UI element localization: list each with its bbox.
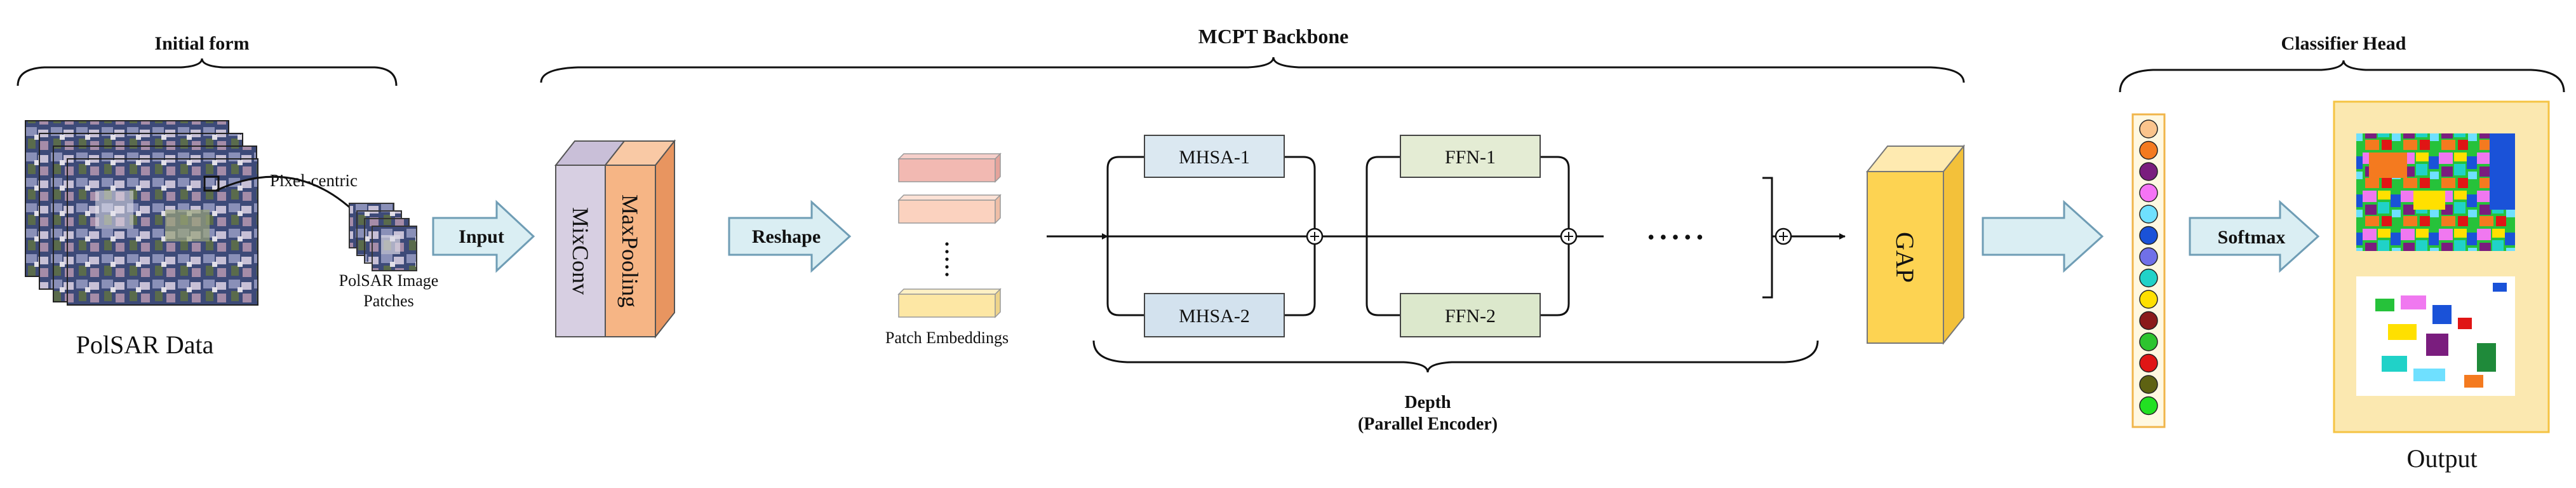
mhsa-2-label: MHSA-2 (1179, 306, 1250, 327)
class-node-3 (2139, 162, 2158, 181)
maxpooling-label: MaxPooling (617, 194, 643, 308)
ffn-1-block (1400, 135, 1541, 178)
mixconv-label: MixConv (568, 207, 593, 295)
mixconv-block (554, 140, 626, 337)
class-node-4 (2139, 183, 2158, 203)
pixel-centric-label: Pixel-centric (270, 171, 358, 190)
softmax-label: Softmax (2218, 227, 2286, 248)
encoder-wiring (1047, 156, 1604, 316)
reshape-arrow (728, 200, 852, 273)
class-node-8 (2139, 268, 2158, 288)
softmax-arrow (2189, 200, 2320, 273)
classification-map (2356, 133, 2515, 251)
patch-embedding-2 (897, 194, 1002, 224)
encoder-repeat-dots: • • • • • (1647, 226, 1703, 248)
ground-truth-map (2356, 276, 2515, 396)
patch-embedding-n (897, 288, 1002, 318)
output-label: Output (2406, 444, 2477, 473)
mhsa-1-block (1144, 135, 1285, 178)
patches-label-line2: Patches (363, 292, 413, 310)
gap-block (1865, 144, 1966, 345)
class-node-6 (2139, 226, 2158, 245)
mhsa-2-block (1144, 293, 1285, 337)
patch-embedding-1 (897, 152, 1002, 183)
add-node-1 (1306, 227, 1324, 245)
depth-label: Depth (1404, 393, 1451, 412)
ffn-2-block (1400, 293, 1541, 337)
polsar-data-label: PolSAR Data (76, 330, 214, 359)
ffn-1-label: FFN-1 (1445, 147, 1496, 168)
patch-embeddings-label: Patch Embeddings (885, 329, 1009, 347)
embedding-ellipsis (945, 242, 949, 276)
ffn-2-label: FFN-2 (1445, 306, 1496, 327)
class-node-1 (2139, 119, 2158, 139)
brace-depth (1092, 340, 1819, 373)
add-node-2 (1560, 227, 1578, 245)
class-node-13 (2139, 375, 2158, 394)
patches-label-line1: PolSAR Image (339, 271, 439, 290)
class-node-5 (2139, 205, 2158, 224)
section-classifier-head: Classifier Head (2281, 33, 2406, 54)
class-node-14 (2139, 396, 2158, 416)
gap-to-vector-arrow (1982, 200, 2104, 273)
brace-initial-form (17, 58, 398, 86)
add-node-3 (1774, 227, 1792, 245)
input-arrow (432, 200, 535, 273)
reshape-label: Reshape (752, 226, 821, 247)
class-node-10 (2139, 311, 2158, 330)
section-initial-form: Initial form (154, 33, 249, 54)
brace-mcpt-backbone (540, 57, 1965, 83)
class-node-12 (2139, 353, 2158, 373)
mhsa-1-label: MHSA-1 (1179, 147, 1250, 168)
class-node-2 (2139, 140, 2158, 160)
class-node-11 (2139, 332, 2158, 351)
depth-sub-label: (Parallel Encoder) (1358, 414, 1498, 434)
gap-label: GAP (1891, 232, 1919, 283)
polsar-image-patches (349, 203, 417, 271)
class-node-7 (2139, 247, 2158, 266)
polsar-data-stack (25, 120, 258, 306)
encoder-end-bracket (1762, 177, 1773, 299)
class-vector (2139, 119, 2158, 416)
pixel-centric-arrow (215, 175, 363, 220)
brace-classifier-head (2119, 60, 2565, 93)
maxpooling-block (603, 139, 676, 339)
section-mcpt-backbone: MCPT Backbone (1198, 25, 1349, 48)
input-label: Input (459, 226, 504, 247)
class-node-9 (2139, 290, 2158, 309)
